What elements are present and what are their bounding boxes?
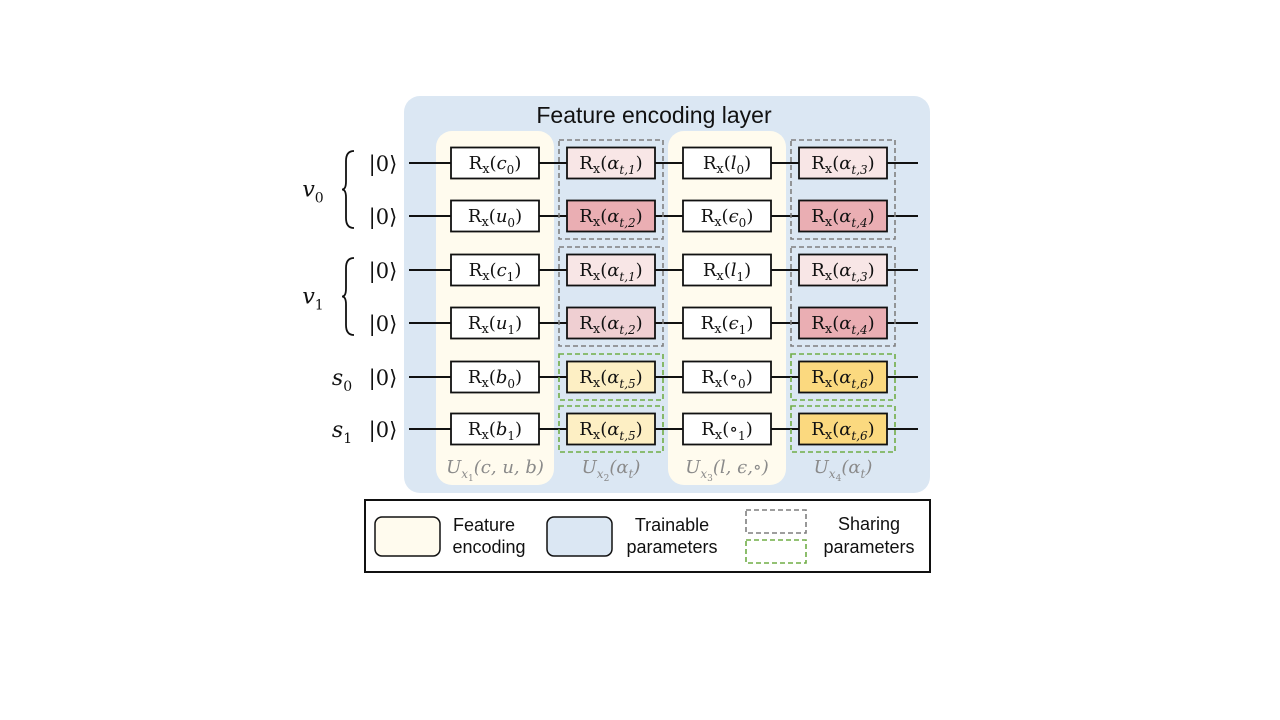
- sharing-box-6: [558, 405, 664, 453]
- legend-sharing-green: [745, 539, 807, 564]
- gate-label: Rx(∘0): [701, 367, 752, 391]
- qubit-labels: |0⟩ |0⟩ |0⟩ |0⟩ |0⟩ s0 |0⟩ s1 v0 v1: [302, 150, 398, 447]
- gate-label: Rx(l0): [703, 153, 751, 177]
- ket-zero-1: |0⟩: [369, 205, 398, 230]
- gate-box: [682, 412, 772, 446]
- legend-trainable-line1: Trainable: [635, 515, 709, 535]
- legend-trainable-swatch: [546, 516, 613, 557]
- gate-label: Rx(b0): [468, 367, 522, 391]
- group-label-v0: v0: [302, 178, 323, 207]
- qubit-label-s1: s1: [332, 418, 352, 447]
- gate-box: [798, 306, 888, 340]
- gate-label: Rx(ϵ0): [701, 206, 754, 230]
- gate-label: Rx(αt,6): [811, 419, 874, 443]
- legend-sharing-line1: Sharing: [838, 514, 900, 534]
- gate-label: Rx(c1): [469, 260, 522, 284]
- gate-label: Rx(αt,2): [579, 313, 642, 337]
- ket-zero-3: |0⟩: [369, 312, 398, 337]
- gate-label: Rx(∘1): [701, 419, 752, 443]
- gate-box: [566, 253, 656, 287]
- gate-box: [798, 412, 888, 446]
- layer-title: Feature encoding layer: [536, 102, 772, 128]
- gate-box: [682, 146, 772, 180]
- legend-sharing-line2: parameters: [823, 537, 914, 557]
- ket-zero-5: |0⟩: [369, 418, 398, 443]
- gate-box: [450, 412, 540, 446]
- gate-label: Rx(αt,4): [811, 313, 874, 337]
- gate-box: [566, 199, 656, 233]
- gate-box: [450, 253, 540, 287]
- sharing-box-1: [790, 139, 896, 240]
- sharing-box-5: [790, 353, 896, 401]
- gate-label: Rx(u0): [468, 206, 522, 230]
- gate-box: [450, 360, 540, 394]
- gate-label: Rx(αt,5): [579, 419, 642, 443]
- gate-box: [798, 146, 888, 180]
- legend-frame: [364, 499, 931, 573]
- sharing-box-2: [558, 246, 664, 347]
- column-labels: Ux1(c, u, b) Ux2(αt) Ux3(l, ϵ,∘) Ux4(αt): [446, 457, 872, 484]
- gate-box: [450, 146, 540, 180]
- gate-label: Rx(αt,1): [579, 153, 642, 177]
- sharing-box-4: [558, 353, 664, 401]
- gate-label: Rx(u1): [468, 313, 522, 337]
- group-brace-0: [341, 150, 355, 229]
- gate-label: Rx(αt,1): [579, 260, 642, 284]
- gate-label: Rx(αt,6): [811, 367, 874, 391]
- sharing-box-0: [558, 139, 664, 240]
- sharing-groups: [558, 139, 896, 453]
- column-label-1: Ux1(c, u, b): [446, 457, 544, 484]
- legend-encoding-swatch: [374, 516, 441, 557]
- sharing-box-7: [790, 405, 896, 453]
- gate-label: Rx(b1): [468, 419, 522, 443]
- gate-box: [566, 412, 656, 446]
- legend-encoding-line1: Feature: [453, 515, 515, 535]
- gate-box: [566, 360, 656, 394]
- gate-box: [798, 360, 888, 394]
- gate-label: Rx(αt,3): [811, 260, 874, 284]
- ket-zero-4: |0⟩: [369, 366, 398, 391]
- group-brace-1: [341, 257, 355, 336]
- gate-box: [566, 306, 656, 340]
- qubit-label-s0: s0: [332, 366, 352, 395]
- gate-label: Rx(αt,2): [579, 206, 642, 230]
- gates: Rx(c0) Rx(u0) Rx(c1) Rx(u1) Rx(b0) Rx(b1) Rx(α…: [450, 146, 888, 446]
- gate-box: [450, 199, 540, 233]
- column-label-4: Ux4(αt): [814, 457, 873, 484]
- gate-box: [566, 146, 656, 180]
- column-label-3: Ux3(l, ϵ,∘): [685, 457, 769, 484]
- ket-zero-2: |0⟩: [369, 259, 398, 284]
- gate-label: Rx(αt,4): [811, 206, 874, 230]
- column-label-2: Ux2(αt): [582, 457, 641, 484]
- legend: Feature encoding Trainable parameters Sh…: [364, 499, 931, 573]
- gate-box: [682, 360, 772, 394]
- legend-encoding-line2: encoding: [452, 537, 525, 557]
- gate-label: Rx(αt,3): [811, 153, 874, 177]
- gate-box: [798, 253, 888, 287]
- gate-label: Rx(ϵ1): [701, 313, 754, 337]
- gate-box: [682, 306, 772, 340]
- gate-box: [682, 253, 772, 287]
- gate-box: [450, 306, 540, 340]
- gate-box: [798, 199, 888, 233]
- legend-trainable-line2: parameters: [626, 537, 717, 557]
- gate-label: Rx(c0): [469, 153, 522, 177]
- gate-box: [682, 199, 772, 233]
- gate-label: Rx(αt,5): [579, 367, 642, 391]
- group-label-v1: v1: [302, 285, 323, 314]
- legend-sharing-gray: [745, 509, 807, 534]
- gate-label: Rx(l1): [703, 260, 751, 284]
- sharing-box-3: [790, 246, 896, 347]
- ket-zero-0: |0⟩: [369, 152, 398, 177]
